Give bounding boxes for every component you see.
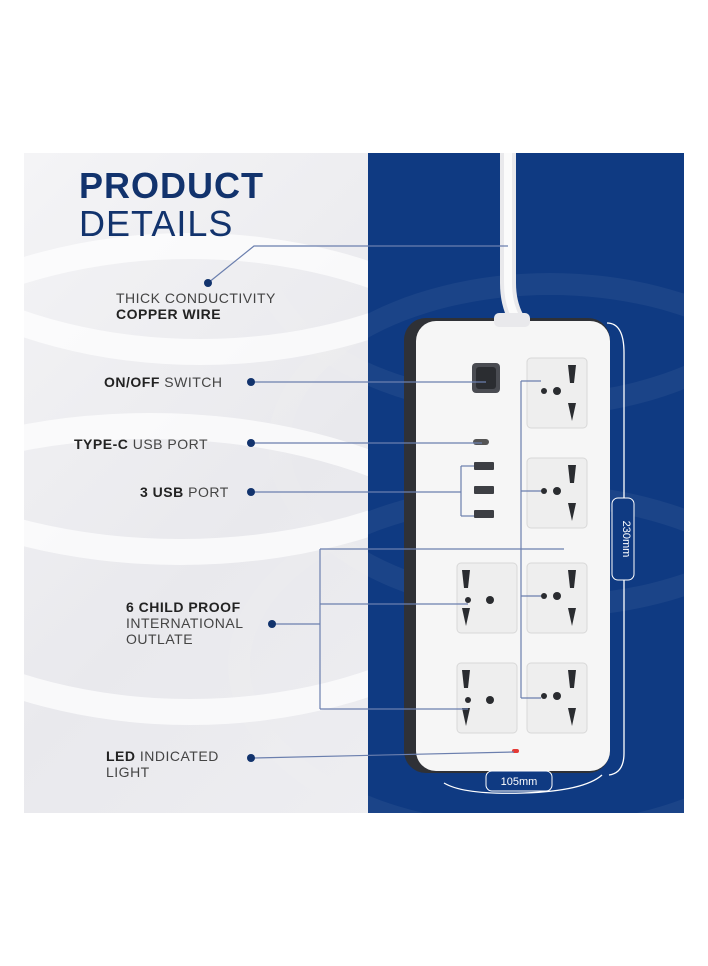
height-dimension: 230mm: [620, 521, 632, 558]
leader-dot: [247, 378, 255, 386]
label-plain: USB PORT: [128, 436, 209, 452]
label-outlets: 6 CHILD PROOF INTERNATIONAL OUTLATE: [126, 599, 243, 647]
label-plain: LIGHT: [106, 764, 150, 780]
label-bold: 6 CHILD PROOF: [126, 599, 241, 615]
leader-dot: [247, 754, 255, 762]
label-copper-wire: THICK CONDUCTIVITY COPPER WIRE: [116, 290, 276, 322]
label-bold: LED: [106, 748, 136, 764]
label-led: LED INDICATED LIGHT: [106, 748, 219, 780]
label-bold: 3 USB: [140, 484, 184, 500]
label-typec: TYPE-C USB PORT: [74, 436, 208, 452]
label-plain: OUTLATE: [126, 631, 194, 647]
page-title-light: DETAILS: [79, 203, 234, 244]
label-switch: ON/OFF SWITCH: [104, 374, 223, 390]
label-bold: ON/OFF: [104, 374, 160, 390]
leader-dot: [204, 279, 212, 287]
label-plain: INDICATED: [135, 748, 219, 764]
label-bold: COPPER WIRE: [116, 306, 222, 322]
page-title-bold: PRODUCT: [79, 165, 264, 206]
leader-dot: [247, 439, 255, 447]
label-bold: TYPE-C: [74, 436, 129, 452]
product-card: PRODUCT DETAILS: [24, 153, 684, 813]
label-plain: INTERNATIONAL: [126, 615, 244, 631]
label-usb: 3 USB PORT: [140, 484, 229, 500]
label-plain: PORT: [183, 484, 229, 500]
leader-dot: [268, 620, 276, 628]
power-strip-illustration: 230mm 105mm: [207, 153, 635, 794]
label-plain: THICK CONDUCTIVITY: [116, 290, 276, 306]
label-plain: SWITCH: [159, 374, 223, 390]
width-dimension: 105mm: [501, 776, 538, 788]
leader-dot: [247, 488, 255, 496]
